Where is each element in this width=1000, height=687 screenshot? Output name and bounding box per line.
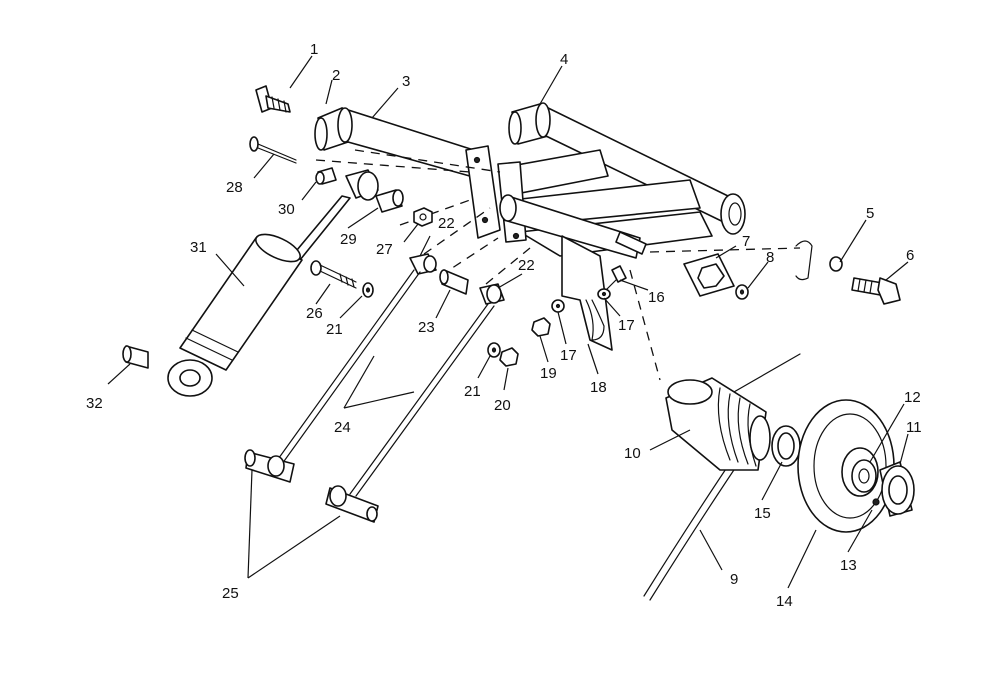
spacer-5: [795, 240, 843, 281]
nut-19: [531, 317, 551, 337]
assembly-lines: [315, 149, 801, 381]
bolt-28: [249, 136, 297, 164]
callout-21b: 21: [464, 383, 481, 400]
callout-26: 26: [306, 305, 323, 322]
callout-23: 23: [418, 319, 435, 336]
bushing-22-left: [409, 253, 437, 275]
bushing-29: [375, 189, 404, 213]
torsion-spring-10: [665, 377, 771, 471]
callout-9: 9: [730, 571, 738, 588]
callout-32: 32: [86, 395, 103, 412]
callout-3: 3: [402, 73, 410, 90]
callout-14: 14: [776, 593, 793, 610]
callout-12: 12: [904, 389, 921, 406]
callout-6: 6: [906, 247, 914, 264]
callout-21a: 21: [326, 321, 343, 338]
shock-absorber: [167, 169, 379, 397]
callout-20: 20: [494, 397, 511, 414]
idler-wheel-14: [797, 399, 895, 533]
callout-15: 15: [754, 505, 771, 522]
swing-arm-frame: [465, 145, 713, 351]
callout-19: 19: [540, 365, 557, 382]
callout-labels: 1 2 3 4 5 6 7 8 9 10 11 12 13 14 15 16 1…: [86, 41, 922, 610]
bushing-22-right: [479, 283, 505, 305]
washer-21-lower: [487, 342, 501, 358]
callout-10: 10: [624, 445, 641, 462]
washer-21-upper: [362, 282, 374, 298]
washer-8: [735, 284, 749, 300]
nut-27: [413, 207, 433, 227]
bushing-30: [315, 167, 337, 185]
callout-13: 13: [840, 557, 857, 574]
callout-8: 8: [766, 249, 774, 266]
bearing-12: [851, 459, 877, 493]
callout-27: 27: [376, 241, 393, 258]
callout-29: 29: [340, 231, 357, 248]
bolt-16: [605, 265, 627, 291]
callout-24: 24: [334, 419, 351, 436]
leader-lines: [107, 55, 909, 589]
callout-1: 1: [310, 41, 318, 58]
rod-end-bushings: [244, 449, 379, 523]
callout-22b: 22: [518, 257, 535, 274]
washer-17-upper: [597, 288, 611, 300]
washer-15: [771, 425, 801, 467]
hub-cap-11: [879, 461, 915, 517]
callout-7: 7: [742, 233, 750, 250]
bushing-32: [122, 345, 149, 369]
nut-plate-7: [683, 253, 735, 297]
callout-17b: 17: [560, 347, 577, 364]
callout-5: 5: [866, 205, 874, 222]
callout-11: 11: [906, 419, 922, 436]
callout-17a: 17: [618, 317, 635, 334]
callout-28: 28: [226, 179, 243, 196]
callout-25: 25: [222, 585, 239, 602]
callout-31: 31: [190, 239, 207, 256]
cross-shaft: [314, 107, 485, 181]
callout-18: 18: [590, 379, 607, 396]
bolt-6: [851, 277, 901, 305]
nut-20: [499, 347, 519, 367]
callout-16: 16: [648, 289, 665, 306]
callout-30: 30: [278, 201, 295, 218]
callout-22a: 22: [438, 215, 455, 232]
washer-17-lower: [551, 299, 565, 313]
callout-4: 4: [560, 51, 568, 68]
bolt-1: [255, 85, 291, 113]
bolt-26: [310, 260, 357, 289]
callout-2: 2: [332, 67, 340, 84]
set-screw-13: [872, 498, 880, 506]
bushing-23: [439, 269, 469, 295]
linkage-rods: [275, 269, 495, 497]
